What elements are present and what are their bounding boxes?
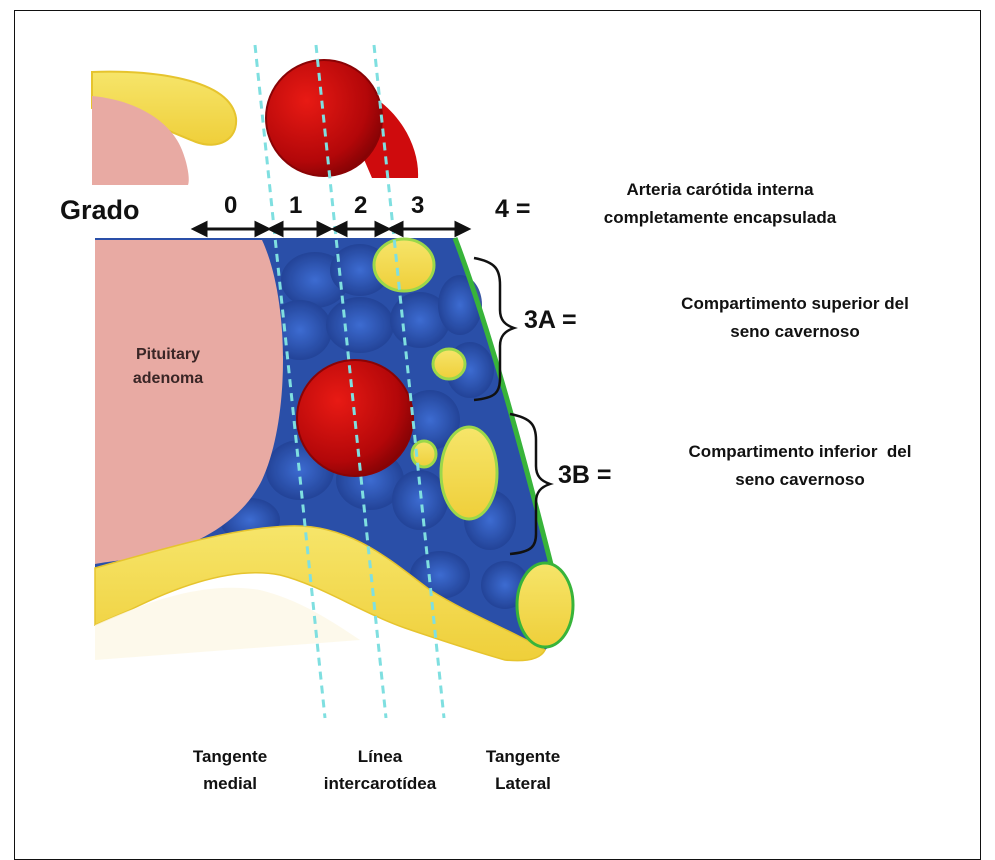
adenoma-label: Pituitary adenoma (108, 343, 228, 391)
adenoma-line1: Pituitary (108, 343, 228, 367)
intercarotid-line1: Línea (300, 743, 460, 770)
grade-3a-desc-line1: Compartimento superior del (640, 290, 950, 318)
grade-3b-desc-line2: seno cavernoso (650, 466, 950, 494)
grade-4-label: 4 = (495, 195, 530, 224)
grade-3b-desc-line1: Compartimento inferior del (650, 438, 950, 466)
nerve-upper-oval (374, 239, 434, 291)
grade-4-desc-line2: completamente encapsulada (560, 204, 880, 232)
grade-3a-desc-line2: seno cavernoso (640, 318, 950, 346)
medial-tangent-label: Tangente medial (170, 743, 290, 797)
grade-4-desc-line1: Arteria carótida interna (560, 176, 880, 204)
grade-arrows (194, 223, 468, 235)
grade-2-label: 2 (354, 192, 367, 220)
medial-line1: Tangente (170, 743, 290, 770)
grade-0-label: 0 (224, 192, 237, 220)
nerve-large-oval (441, 427, 497, 519)
grade-3a-description: Compartimento superior del seno cavernos… (640, 290, 950, 346)
grade-title: Grado (60, 195, 140, 226)
grade-3a-label: 3A = (524, 306, 577, 335)
grade-3-label: 3 (411, 192, 424, 220)
nerve-outside-oval (517, 563, 573, 647)
intercarotid-line2: intercarotídea (300, 770, 460, 797)
grade-1-label: 1 (289, 192, 302, 220)
nerve-small-upper (433, 349, 465, 379)
internal-carotid-artery (297, 360, 413, 476)
lateral-tangent-label: Tangente Lateral (463, 743, 583, 797)
lateral-line1: Tangente (463, 743, 583, 770)
lateral-line2: Lateral (463, 770, 583, 797)
adenoma-line2: adenoma (108, 367, 228, 391)
grade-3b-description: Compartimento inferior del seno cavernos… (650, 438, 950, 494)
grade-3b-label: 3B = (558, 461, 612, 490)
medial-line2: medial (170, 770, 290, 797)
grade-4-description: Arteria carótida interna completamente e… (560, 176, 880, 232)
intercarotid-label: Línea intercarotídea (300, 743, 460, 797)
